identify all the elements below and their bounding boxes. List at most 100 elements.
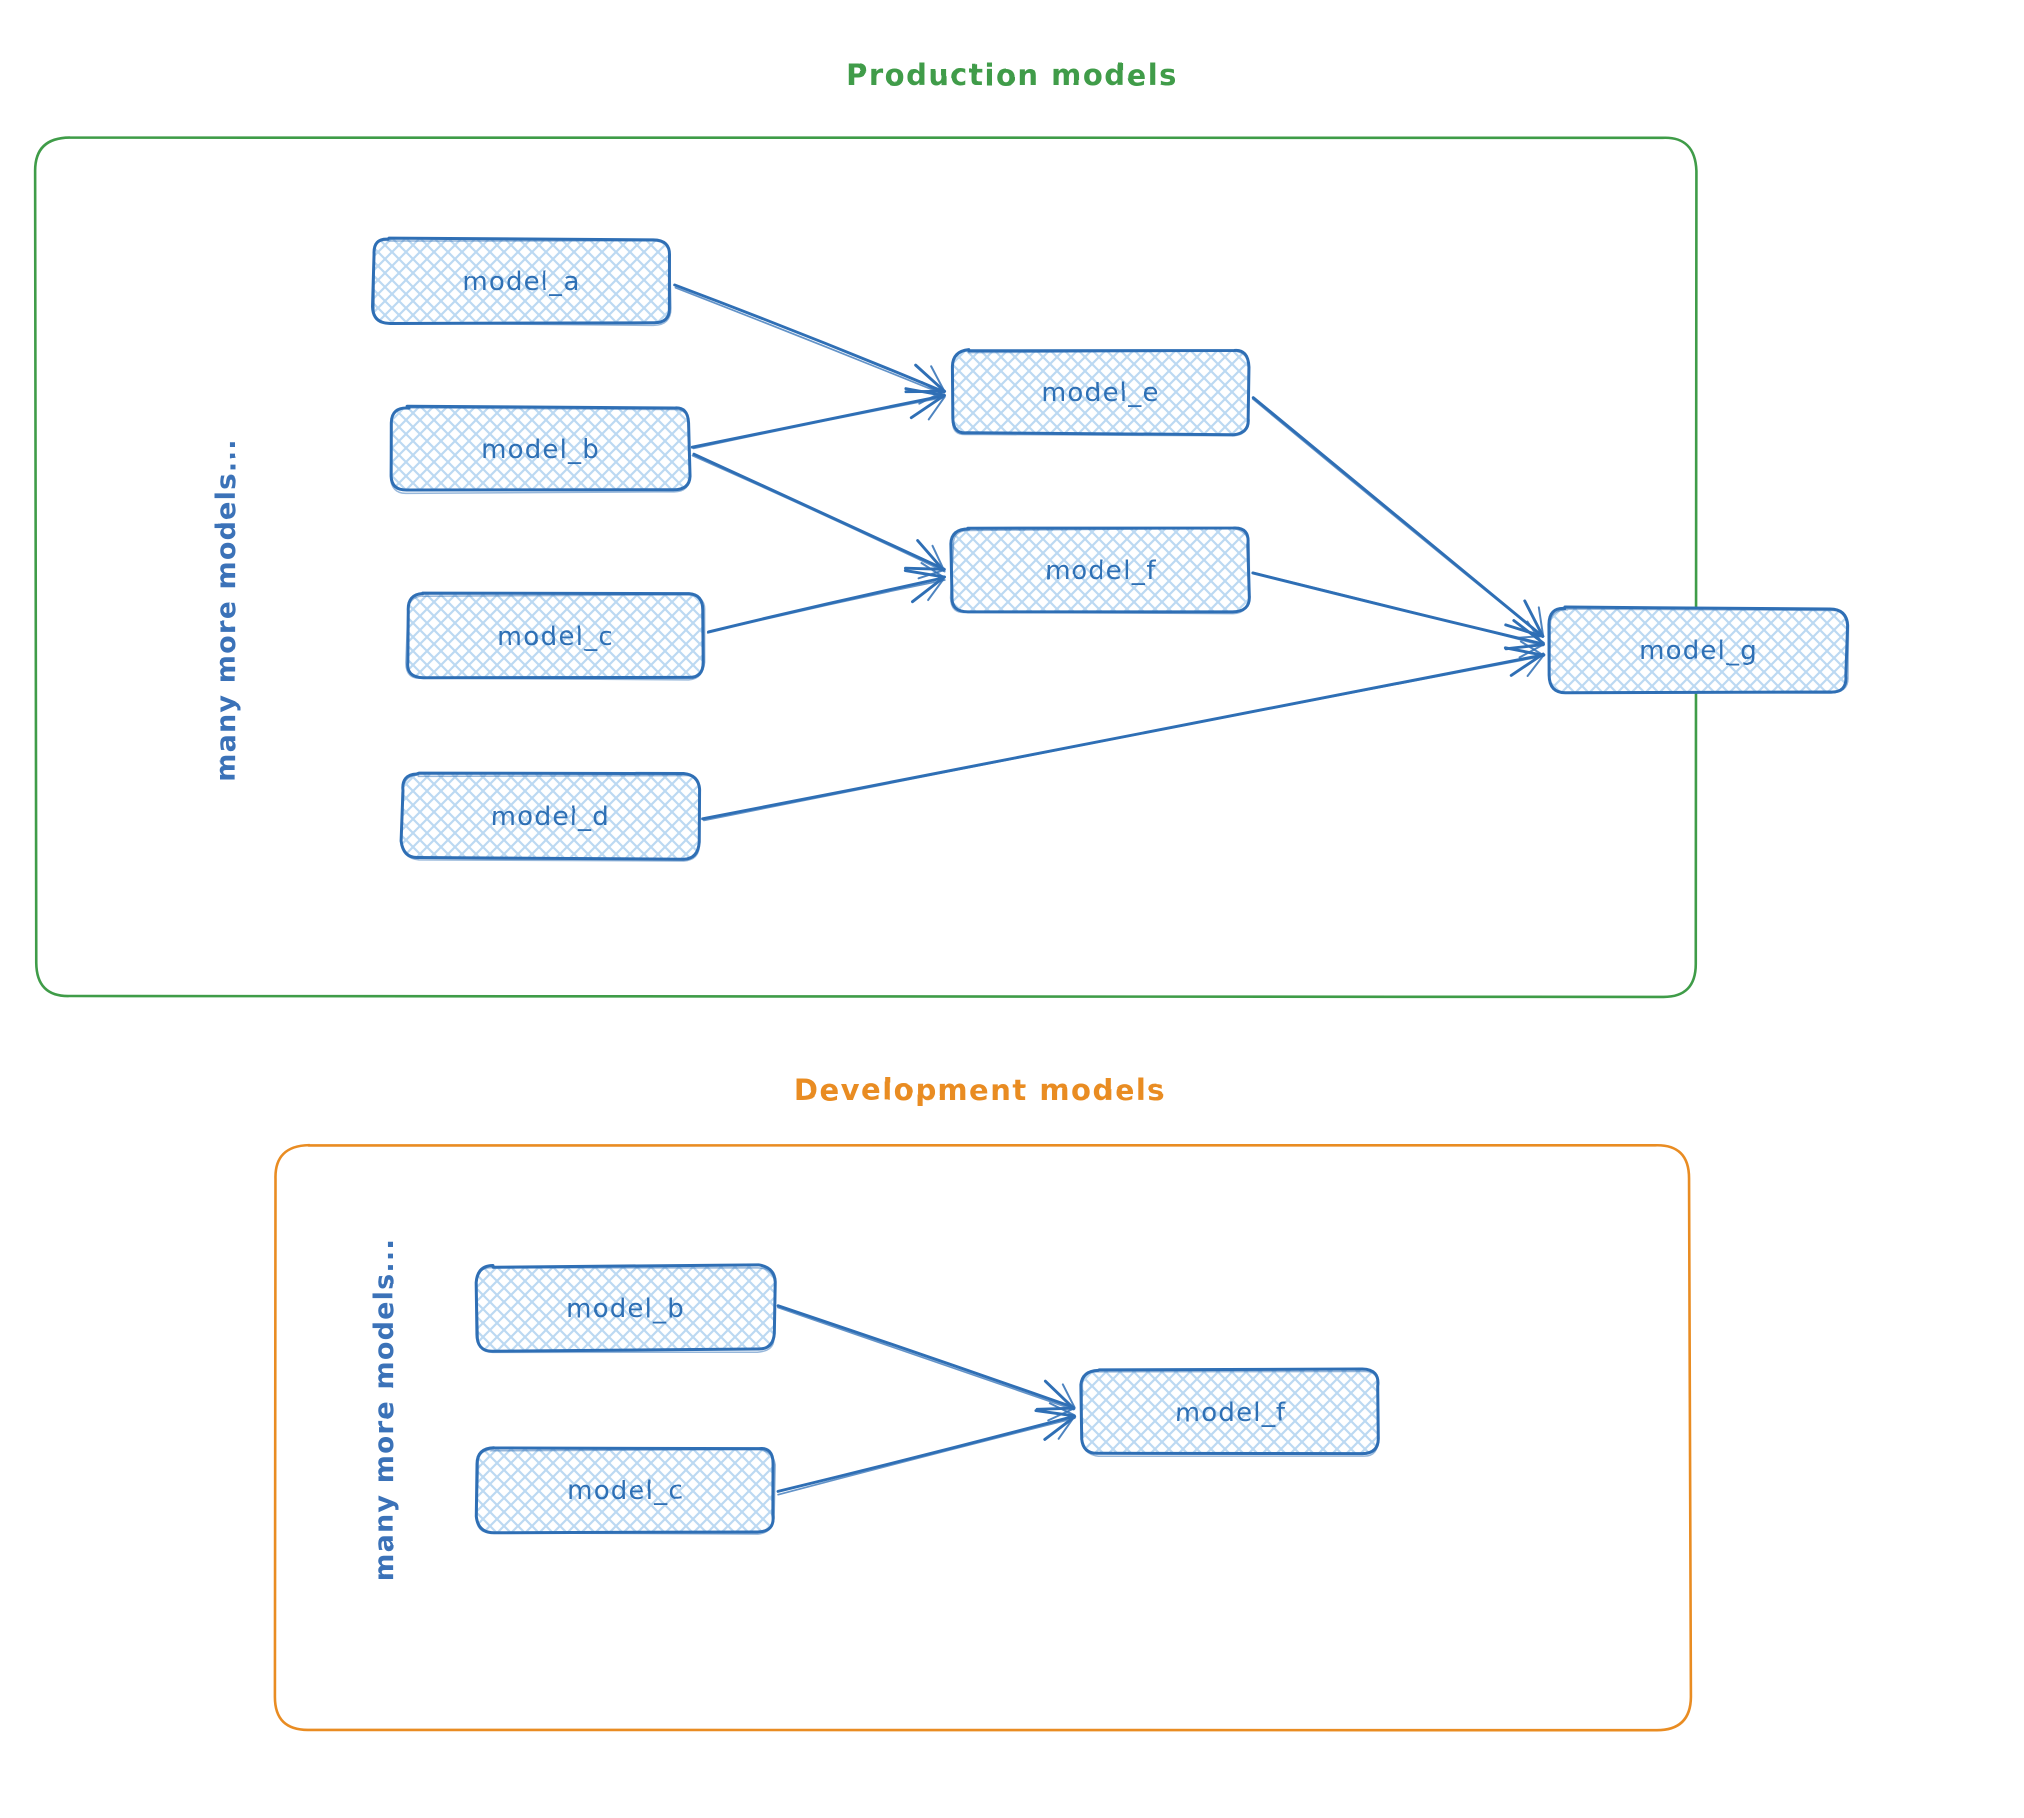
arrowhead-barb: [1519, 640, 1545, 657]
arrowhead-barb: [1043, 1379, 1076, 1411]
node-fill: [476, 1447, 774, 1533]
node-prod_model_c[interactable]: model_c: [405, 591, 706, 681]
edge-stroke: [706, 579, 946, 634]
node-fill: [950, 528, 1250, 612]
edge-a-to-e: [673, 283, 947, 405]
arrowhead-barb: [1043, 1415, 1077, 1441]
edge-stroke: [703, 655, 1545, 822]
node-dev_model_f[interactable]: model_f: [1079, 1367, 1380, 1458]
edge-stroke: [674, 286, 945, 396]
node-dev_model_c[interactable]: model_c: [474, 1446, 776, 1535]
arrowhead-barb: [1509, 652, 1545, 677]
arrowhead-barb: [1048, 1402, 1076, 1417]
node-dev_model_b[interactable]: model_b: [474, 1263, 777, 1354]
node-border: [949, 526, 1251, 614]
node-fill: [372, 238, 670, 324]
arrowhead-barb: [1035, 1406, 1075, 1411]
arrowhead-barb: [911, 575, 946, 604]
node-border-sketch: [475, 1448, 776, 1535]
edge-c-to-f: [706, 562, 946, 634]
edge-e-to-g: [1251, 396, 1545, 639]
arrowhead-barb: [904, 387, 946, 398]
edge-stroke: [692, 396, 945, 450]
arrowhead-barb: [1526, 653, 1545, 678]
edge-stroke: [776, 1414, 1077, 1493]
node-label: model_f: [1175, 1398, 1287, 1428]
edge-f-to-g: [1251, 571, 1545, 659]
arrowhead-barb: [1518, 643, 1545, 659]
edge-d-to-g: [701, 640, 1546, 822]
edge-stroke: [690, 394, 946, 449]
group-title-production: Production models: [846, 58, 1178, 92]
arrowhead-barb: [1523, 599, 1545, 638]
node-fill: [1548, 607, 1848, 693]
node-fill: [401, 773, 700, 860]
group-development: Development models many more models...: [273, 1073, 1693, 1732]
edge-stroke: [691, 454, 946, 573]
edge-stroke: [777, 1417, 1076, 1496]
node-prod_model_a[interactable]: model_a: [371, 236, 672, 327]
nodes-layer: model_a model_b model_c model_d model_emodel…: [371, 236, 1850, 1535]
edge-stroke: [673, 283, 946, 394]
node-border-sketch: [475, 1266, 777, 1354]
node-border-sketch: [1549, 608, 1850, 694]
edge-stroke: [776, 1304, 1075, 1409]
edge-b-to-f: [691, 452, 946, 580]
node-label: model_f: [1045, 556, 1157, 586]
arrowhead-barb: [1503, 646, 1545, 657]
node-fill: [1080, 1369, 1379, 1454]
group-title-development: Development models: [794, 1073, 1166, 1107]
arrowhead-barb: [1034, 1409, 1075, 1418]
side-label-production: many more models...: [211, 438, 242, 782]
edge-stroke: [1251, 396, 1545, 638]
node-label: model_b: [566, 1294, 685, 1324]
node-prod_model_f[interactable]: model_f: [949, 526, 1251, 615]
node-border-sketch: [400, 774, 702, 862]
arrowhead-barb: [916, 539, 945, 572]
node-border-sketch: [373, 239, 672, 327]
edge-stroke: [1252, 571, 1544, 647]
node-fill: [952, 349, 1249, 435]
edges-layer: [673, 283, 1546, 1496]
node-label: model_d: [491, 802, 610, 832]
node-label: model_e: [1041, 378, 1159, 408]
edge-b-to-e: [690, 381, 946, 450]
arrowhead-barb: [920, 562, 945, 579]
node-border-sketch: [1080, 1370, 1380, 1458]
node-prod_model_d[interactable]: model_d: [399, 771, 702, 862]
arrowhead-barb: [1526, 620, 1544, 645]
node-label: model_g: [1639, 636, 1758, 666]
arrowhead-barb: [903, 566, 945, 571]
arrowhead-barb: [927, 395, 946, 421]
group-border-production: [33, 136, 1698, 999]
edge-devc-to-devf: [776, 1402, 1077, 1496]
edge-devb-to-devf: [776, 1304, 1076, 1422]
arrowhead-barb: [920, 381, 946, 397]
node-fill: [407, 593, 704, 678]
arrowhead-barb: [903, 569, 946, 579]
group-border-development: [273, 1143, 1693, 1732]
arrowhead-barb: [914, 363, 947, 393]
node-label: model_c: [497, 622, 614, 652]
arrowhead-barb: [1057, 1415, 1076, 1440]
arrowhead-barb: [931, 544, 945, 572]
node-label: model_a: [462, 267, 580, 297]
node-prod_model_g[interactable]: model_g: [1547, 605, 1850, 695]
node-prod_model_b[interactable]: model_b: [389, 404, 692, 495]
node-prod_model_e[interactable]: model_e: [950, 348, 1251, 437]
node-border-sketch: [951, 349, 1249, 437]
node-label: model_c: [567, 1476, 684, 1506]
side-label-development: many more models...: [369, 1238, 400, 1582]
node-border-sketch: [405, 594, 706, 681]
group-production: Production models many more models...: [33, 58, 1698, 999]
arrowhead-barb: [1061, 1383, 1076, 1409]
node-border: [406, 591, 705, 680]
edge-stroke: [1251, 398, 1544, 638]
arrowhead-barb: [909, 393, 946, 420]
arrowhead-barb: [927, 577, 945, 602]
node-fill: [476, 1264, 776, 1352]
node-fill: [391, 406, 691, 491]
